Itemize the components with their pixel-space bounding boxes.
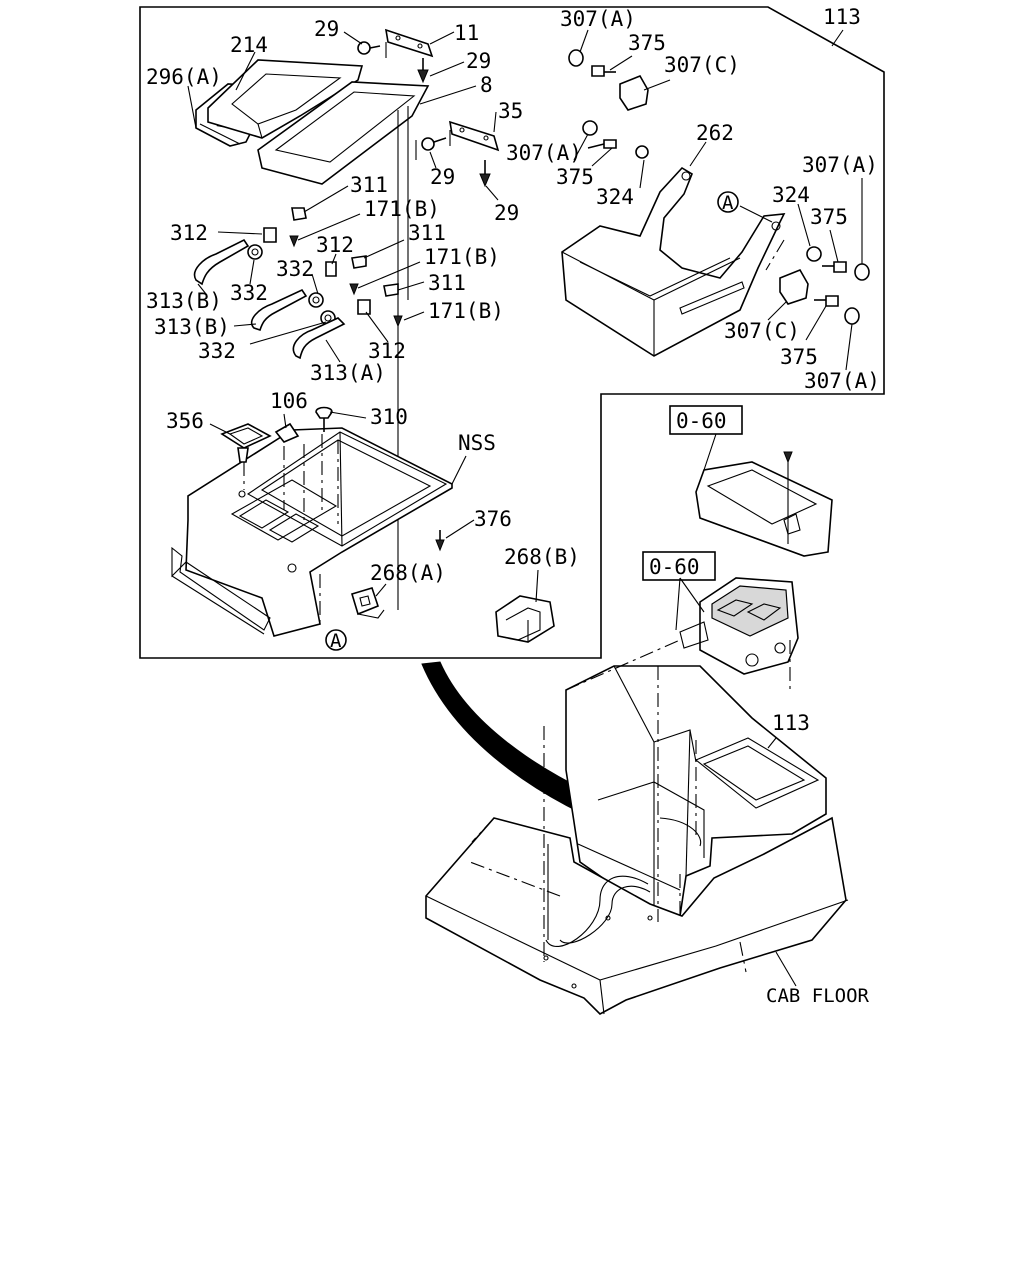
label-311-b: 311 (408, 221, 446, 245)
label-circle-a-right: A (722, 192, 734, 214)
label-332-c: 332 (198, 339, 236, 363)
screw-376 (435, 530, 445, 552)
label-324-b: 324 (772, 183, 810, 207)
label-113-mid: 113 (772, 711, 810, 735)
label-375-a: 375 (628, 31, 666, 55)
label-311-a: 311 (350, 173, 388, 197)
label-11: 11 (454, 21, 479, 45)
label-313b-a: 313(B) (146, 289, 222, 313)
leaders-top-right (573, 29, 863, 371)
label-332-a: 332 (276, 257, 314, 281)
fasteners-right (568, 49, 870, 325)
label-cab-floor: CAB FLOOR (766, 985, 870, 1007)
label-324-a: 324 (596, 185, 634, 209)
screw-29-c (421, 137, 447, 151)
label-nss: NSS (458, 431, 496, 455)
bracket-11 (384, 28, 434, 58)
label-356: 356 (166, 409, 204, 433)
label-307c-bot: 307(C) (724, 319, 800, 343)
leader-113-top (831, 29, 844, 47)
label-060-mid: 0-60 (649, 555, 700, 579)
label-307a-mid: 307(A) (506, 141, 582, 165)
box-060-top (669, 405, 743, 435)
label-29-b: 29 (466, 49, 491, 73)
bracket-leaders (385, 42, 451, 610)
label-171b-c: 171(B) (428, 299, 504, 323)
screw-29-b (417, 58, 429, 84)
label-circle-a-left: A (330, 630, 342, 652)
label-376: 376 (474, 507, 512, 531)
label-171b-a: 171(B) (364, 197, 440, 221)
label-375-b: 375 (556, 165, 594, 189)
bracket-35 (448, 120, 500, 152)
label-268b: 268(B) (504, 545, 580, 569)
leaders-middle-left (209, 411, 539, 603)
label-106: 106 (270, 389, 308, 413)
label-35: 35 (498, 99, 523, 123)
label-262: 262 (696, 121, 734, 145)
label-29-d: 29 (494, 201, 519, 225)
parts-356-106-310 (220, 406, 333, 463)
bracket-268a (351, 587, 385, 619)
console-nss (171, 427, 453, 637)
label-214: 214 (230, 33, 268, 57)
leaders-assembly (767, 737, 797, 987)
cover-060-top (695, 433, 833, 557)
label-8: 8 (480, 73, 493, 97)
tray-262 (561, 166, 786, 357)
label-307c-top: 307(C) (664, 53, 740, 77)
label-312-c: 312 (368, 339, 406, 363)
dash-lines-assembly (469, 639, 791, 973)
label-268a: 268(A) (370, 561, 446, 585)
label-311-c: 311 (428, 271, 466, 295)
label-307a-bot: 307(A) (804, 369, 880, 393)
label-29-a: 29 (314, 17, 339, 41)
inset-frame (139, 6, 885, 659)
label-171b-b: 171(B) (424, 245, 500, 269)
label-375-c: 375 (810, 205, 848, 229)
label-307a-top: 307(A) (560, 7, 636, 31)
clips-group (193, 207, 403, 360)
label-29-c: 29 (430, 165, 455, 189)
dash-lines-nss (243, 434, 339, 628)
label-332-b: 332 (230, 281, 268, 305)
label-113-top: 113 (823, 5, 861, 29)
circle-a-right (717, 191, 739, 213)
label-312-a: 312 (170, 221, 208, 245)
panel-8 (257, 81, 430, 185)
label-307a-right: 307(A) (802, 153, 878, 177)
circle-a-left (325, 629, 347, 651)
label-375-d: 375 (780, 345, 818, 369)
screw-29-a (357, 41, 381, 55)
label-310: 310 (370, 405, 408, 429)
label-312-b: 312 (316, 233, 354, 257)
screw-29-d (479, 160, 491, 188)
box-060-mid (642, 551, 716, 581)
unit-060-mid (675, 577, 799, 675)
leaders-top-left (187, 31, 499, 363)
label-296a: 296(A) (146, 65, 222, 89)
cab-floor (425, 816, 849, 1015)
label-060-top: 0-60 (676, 409, 727, 433)
label-313a: 313(A) (310, 361, 386, 385)
label-313b-b: 313(B) (154, 315, 230, 339)
bracket-268b (495, 595, 555, 643)
